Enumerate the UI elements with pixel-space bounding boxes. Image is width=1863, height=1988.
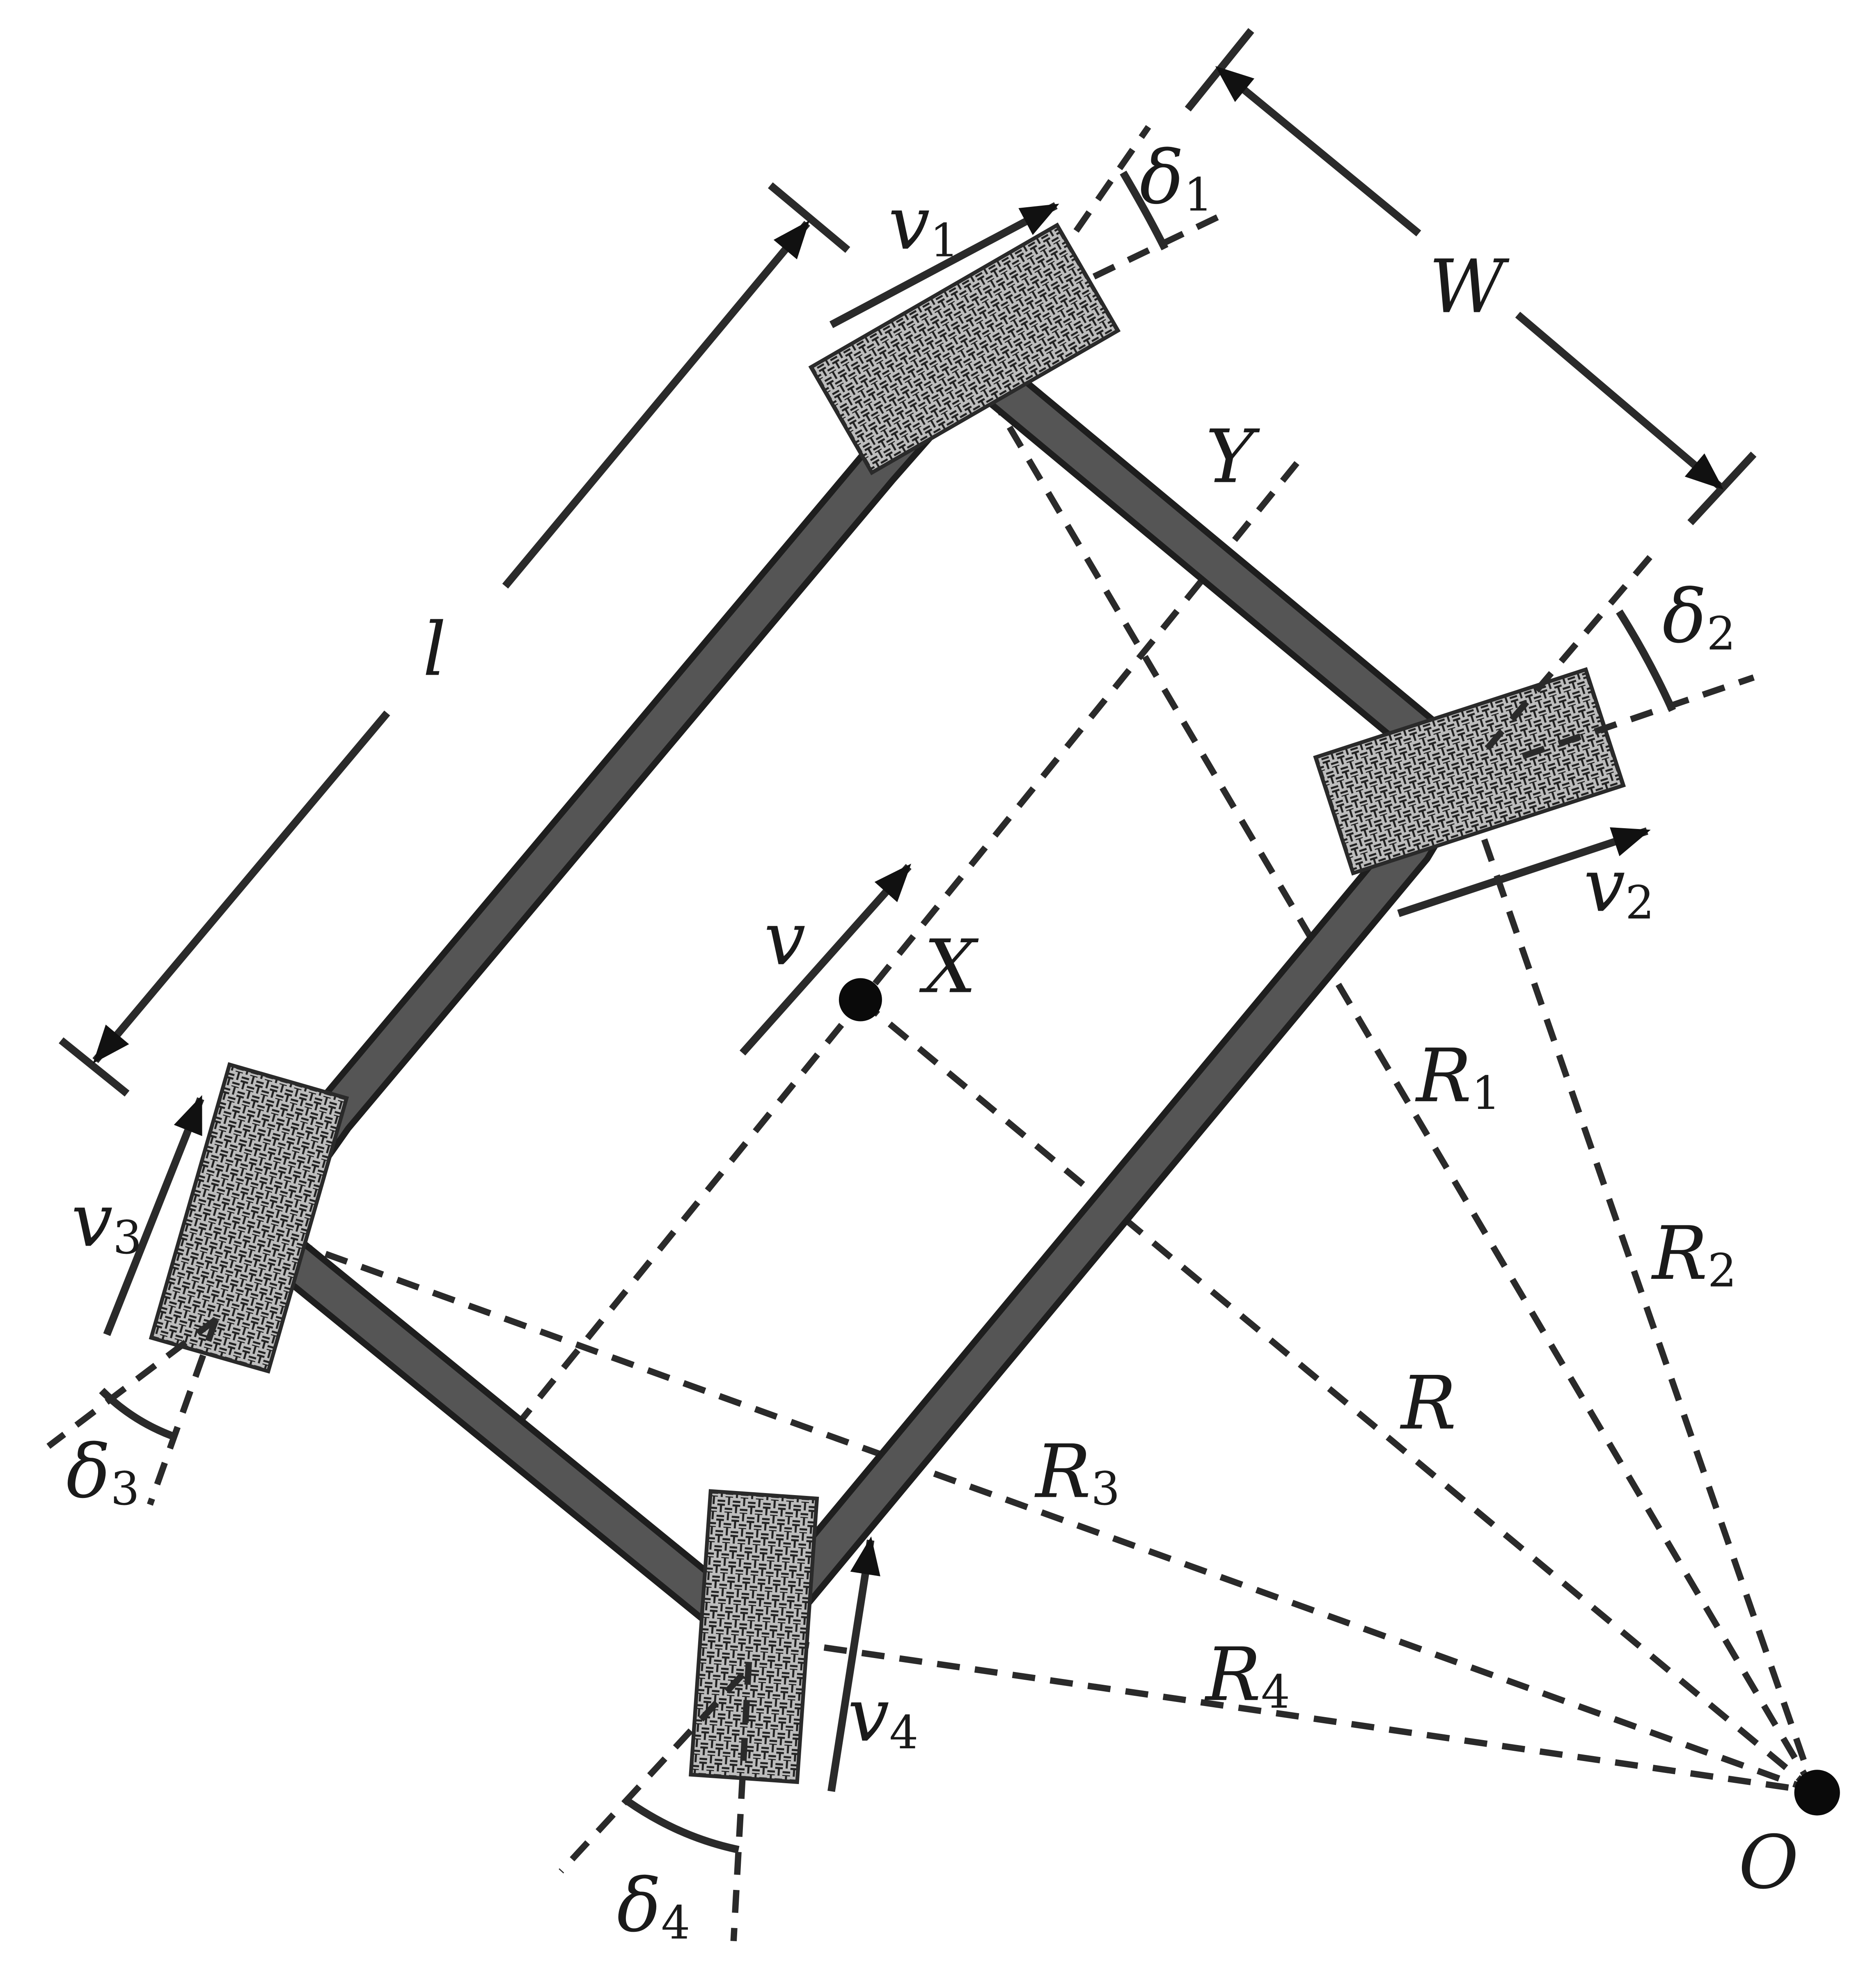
label-r1: R1 bbox=[1415, 1033, 1501, 1120]
label-delta2: δ2 bbox=[1662, 574, 1736, 661]
radius-line-r3 bbox=[253, 1225, 1816, 1795]
wheel-1 bbox=[808, 222, 1121, 476]
label-v1: v1 bbox=[888, 181, 959, 268]
vehicle-axes bbox=[508, 461, 1299, 1436]
label-r4: R4 bbox=[1204, 1632, 1290, 1719]
v2-arrow bbox=[1397, 827, 1651, 917]
label-delta4: δ4 bbox=[617, 1863, 690, 1950]
steering-angle-guides bbox=[46, 125, 1755, 1942]
dimension-w bbox=[1185, 28, 1757, 525]
label-r: R bbox=[1400, 1361, 1456, 1446]
v1-arrow bbox=[829, 202, 1059, 328]
label-delta1: δ1 bbox=[1139, 135, 1213, 222]
v-arrow bbox=[739, 863, 912, 1056]
label-l: l bbox=[423, 607, 446, 693]
v3-arrow bbox=[103, 1095, 204, 1336]
label-y: Y bbox=[1205, 415, 1260, 500]
label-delta3: δ3 bbox=[66, 1429, 140, 1516]
radius-line-r2 bbox=[1456, 766, 1818, 1793]
label-r2: R2 bbox=[1651, 1211, 1737, 1298]
label-r3: R3 bbox=[1034, 1429, 1120, 1516]
label-v3: v3 bbox=[71, 1178, 142, 1265]
radius-lines bbox=[253, 360, 1818, 1795]
label-x: X bbox=[919, 924, 979, 1010]
label-o: O bbox=[1739, 1820, 1799, 1906]
wheel-4 bbox=[689, 1489, 819, 1784]
v4-arrow bbox=[827, 1536, 880, 1792]
label-v4: v4 bbox=[848, 1673, 918, 1759]
labels: v1 δ1 W Y l δ2 v2 v X R1 v3 R2 R δ3 R3 R… bbox=[66, 135, 1799, 1950]
dimension-l bbox=[59, 182, 850, 1097]
turn-center-dot bbox=[1794, 1770, 1840, 1816]
y-axis-line bbox=[508, 461, 1299, 1436]
center-of-mass-dot bbox=[839, 978, 882, 1021]
velocity-arrows bbox=[103, 202, 1651, 1792]
wheel-3 bbox=[149, 1062, 349, 1374]
radius-line-r1 bbox=[968, 360, 1817, 1793]
radius-line-r4 bbox=[748, 1633, 1815, 1795]
label-w: W bbox=[1429, 244, 1510, 330]
radius-line-r bbox=[858, 997, 1817, 1794]
label-v: v bbox=[764, 896, 805, 982]
label-v2: v2 bbox=[1583, 843, 1654, 930]
